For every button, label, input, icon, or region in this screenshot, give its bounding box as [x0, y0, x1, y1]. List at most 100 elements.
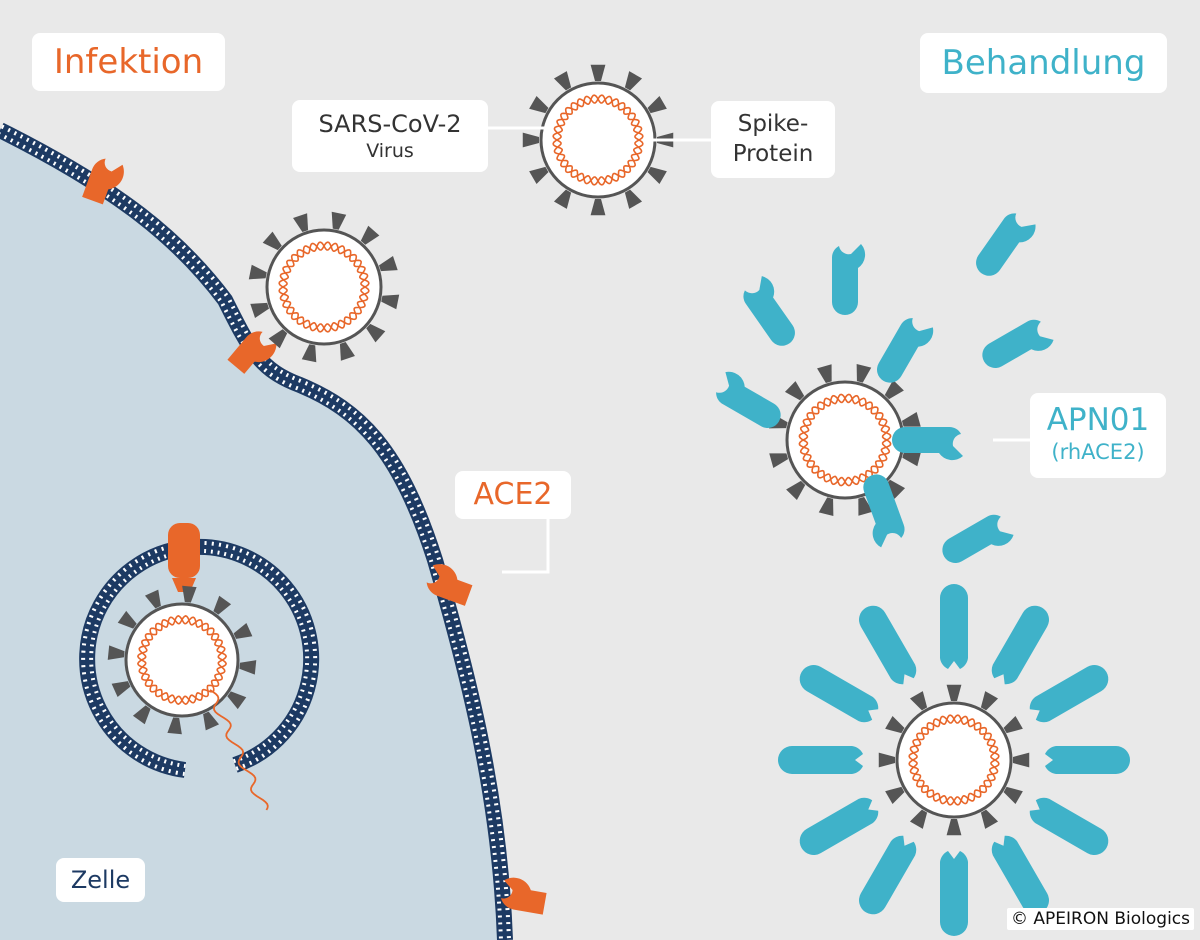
- ace2-receptor-icon: [500, 877, 547, 915]
- virus-partially-bound: [768, 363, 922, 517]
- sars-label-line2: Virus: [366, 140, 414, 162]
- virus-neutralized: [878, 684, 1030, 836]
- spike-protein-icon: [946, 684, 962, 701]
- spike-protein-icon: [624, 189, 643, 209]
- rna-strand-icon: [209, 689, 269, 811]
- rhace2-icon: [778, 746, 863, 774]
- virus-reference: [522, 64, 674, 216]
- spike-protein-icon: [885, 786, 905, 805]
- spike-protein-icon: [885, 715, 905, 734]
- ace2-receptor-top: [82, 158, 124, 205]
- spike-protein-icon: [233, 622, 253, 639]
- ace2-receptor-middle: [426, 564, 473, 606]
- spike-protein-icon: [818, 497, 834, 517]
- spike-label-line1: Spike-: [737, 111, 809, 137]
- rhace2-icon: [877, 318, 934, 383]
- sars-cov-2-label: SARS-CoV-2 Virus: [292, 100, 488, 172]
- spike-protein-icon: [167, 717, 182, 735]
- rhace2-bound: [991, 835, 1049, 915]
- spike-protein-icon: [553, 189, 572, 209]
- rhace2-free-6: [716, 371, 781, 428]
- spike-protein-icon: [107, 645, 125, 660]
- rna-strand-icon: [137, 615, 227, 705]
- rhace2-bound: [1029, 797, 1109, 855]
- rhace2-icon: [859, 605, 917, 685]
- rhace2-icon: [942, 514, 1014, 563]
- spike-protein-icon: [366, 323, 386, 343]
- spike-protein-icon: [784, 381, 805, 401]
- rhace2-bound: [1045, 746, 1130, 774]
- ace2-receptor-bound: [227, 331, 277, 374]
- spike-protein-icon: [980, 809, 999, 829]
- rna-strand-icon: [798, 393, 892, 487]
- spike-protein-icon: [262, 231, 282, 251]
- spike-protein-icon: [378, 256, 398, 272]
- spike-protein-icon: [182, 585, 197, 603]
- spike-protein-icon: [1003, 715, 1023, 734]
- spike-protein-icon: [769, 453, 789, 468]
- apn01-label-line1: APN01: [1046, 402, 1150, 438]
- rna-strand-icon: [908, 714, 1000, 806]
- viral-envelope: [895, 701, 1013, 819]
- spike-protein-icon: [553, 71, 572, 91]
- rhace2-bound: [859, 835, 917, 915]
- spike-protein-icon: [647, 166, 667, 185]
- spike-protein-icon: [909, 691, 928, 711]
- rhace2-icon: [991, 605, 1049, 685]
- rhace2-bound-right: [892, 426, 963, 461]
- connector-lines: [488, 126, 1030, 574]
- spike-protein-icon: [132, 705, 151, 725]
- spike-protein-icon: [117, 610, 137, 629]
- ace2-receptor-stalk: [168, 523, 200, 578]
- spike-protein-icon: [331, 211, 347, 230]
- rna-strand-icon: [278, 241, 370, 333]
- neutralized-virus-cluster: [778, 584, 1130, 936]
- apn01-label: APN01 (rhACE2): [1030, 393, 1166, 478]
- rhace2-icon: [743, 276, 795, 346]
- rhace2-bound: [940, 851, 968, 936]
- cell-membrane-core: [0, 128, 507, 940]
- rhace2-icon: [799, 665, 879, 723]
- rhace2-icon: [716, 371, 781, 428]
- rhace2-icon: [892, 426, 963, 461]
- virus-group: [107, 64, 1030, 836]
- virus-endosome: [107, 585, 257, 735]
- behandlung-heading: Behandlung: [920, 33, 1167, 93]
- spike-label-line2: Protein: [732, 141, 814, 167]
- rhace2-free-7: [942, 514, 1014, 563]
- spike-protein-icon: [529, 95, 549, 114]
- rhace2-icon: [940, 584, 968, 669]
- rhace2-free-3: [743, 276, 795, 346]
- rhace2-bound-bottom: [863, 474, 905, 548]
- spike-protein-icon: [144, 589, 161, 609]
- spike-protein-icon: [250, 302, 270, 318]
- rhace2-icon: [831, 244, 866, 315]
- sars-label-line1: SARS-CoV-2: [318, 110, 462, 138]
- infektion-heading: Infektion: [32, 33, 225, 91]
- spike-protein-icon: [902, 451, 922, 467]
- copyright-notice: © APEIRON Biologics: [1007, 908, 1194, 930]
- apn01-label-line2: (rhACE2): [1051, 440, 1145, 464]
- rhace2-icon: [863, 474, 905, 548]
- rhace2-bound: [991, 605, 1049, 685]
- rhace2-free-5: [982, 319, 1054, 368]
- spike-protein-icon: [858, 496, 873, 516]
- spike-protein-icon: [590, 64, 606, 81]
- rhace2-free-1: [976, 213, 1036, 276]
- viral-envelope: [265, 228, 383, 346]
- spike-protein-icon: [884, 379, 904, 400]
- viral-envelope: [124, 602, 240, 718]
- rhace2-icon: [1029, 665, 1109, 723]
- spike-protein-icon: [293, 213, 309, 233]
- ace2-receptor-icon: [227, 331, 277, 374]
- spike-protein-icon: [624, 71, 643, 91]
- spike-protein-icon: [909, 809, 928, 829]
- spike-protein-icon: [980, 691, 999, 711]
- rhace2-icon: [859, 835, 917, 915]
- rhace2-icon: [982, 319, 1054, 368]
- rhace2-bound: [778, 746, 863, 774]
- spike-protein-icon: [213, 595, 232, 615]
- spike-protein-icon: [203, 711, 220, 731]
- spike-protein-label: Spike- Protein: [711, 101, 835, 178]
